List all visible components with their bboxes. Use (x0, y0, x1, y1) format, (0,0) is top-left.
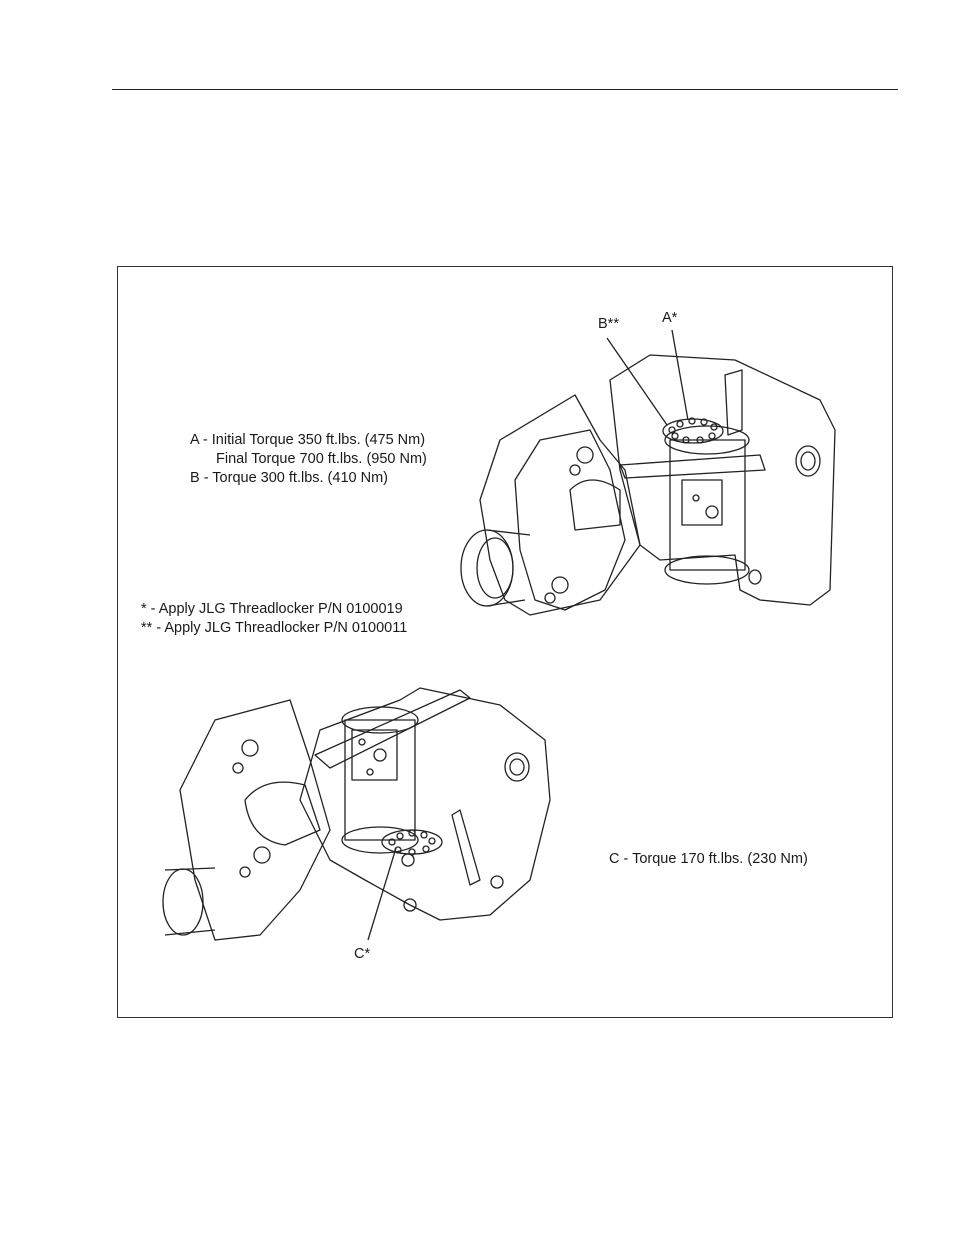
leader-b (607, 338, 667, 425)
top-rotator-assembly (461, 355, 835, 615)
bottom-rotator-assembly (163, 688, 550, 940)
threadlocker-note-2: ** - Apply JLG Threadlocker P/N 0100011 (141, 619, 407, 637)
callout-a: A* (662, 310, 677, 326)
callout-b: B** (598, 316, 619, 332)
torque-b: B - Torque 300 ft.lbs. (410 Nm) (190, 469, 388, 487)
torque-c: C - Torque 170 ft.lbs. (230 Nm) (609, 850, 808, 868)
threadlocker-note-1: * - Apply JLG Threadlocker P/N 0100019 (141, 600, 403, 618)
leader-a (672, 330, 688, 420)
callout-c: C* (354, 946, 370, 962)
torque-a-final: Final Torque 700 ft.lbs. (950 Nm) (216, 450, 427, 468)
torque-a-initial: A - Initial Torque 350 ft.lbs. (475 Nm) (190, 431, 425, 449)
leader-c (368, 848, 396, 940)
